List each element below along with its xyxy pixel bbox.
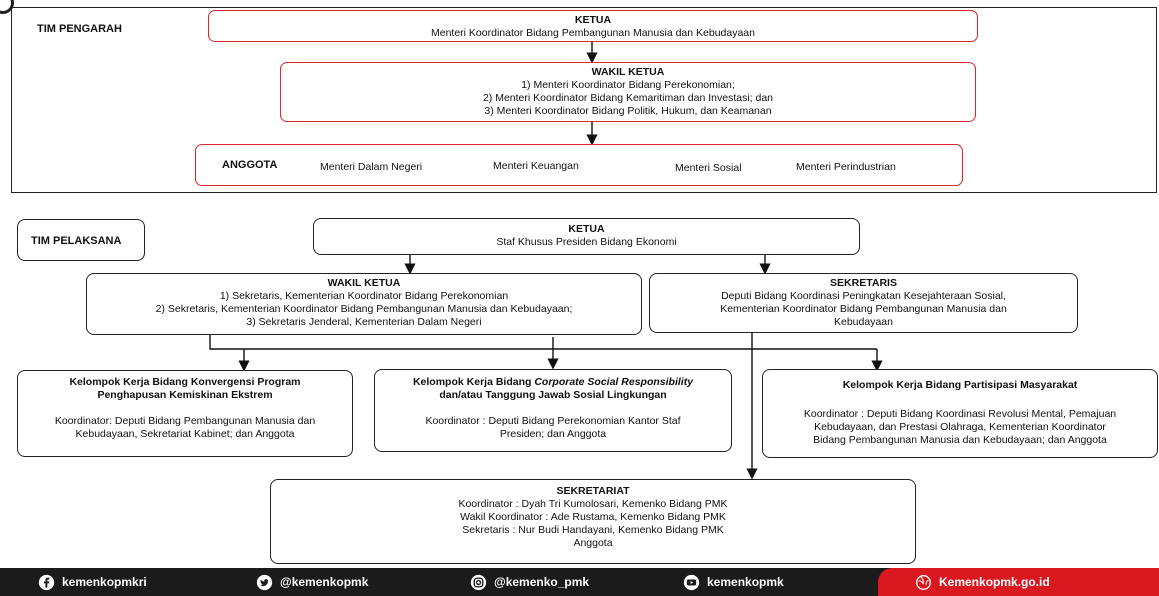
- pelaksana-sekretaris-line-1: Deputi Bidang Koordinasi Peningkatan Kes…: [721, 290, 1006, 302]
- footer-instagram[interactable]: @kemenko_pmk: [470, 568, 589, 596]
- pokja-csr-line-2: Presiden; dan Anggota: [499, 428, 607, 440]
- footer-website-text: Kemenkopmk.go.id: [939, 575, 1050, 589]
- instagram-icon: [470, 574, 487, 590]
- anggota-member: Menteri Perindustrian: [796, 161, 896, 173]
- twitter-icon: [256, 574, 273, 590]
- pokja-konvergensi-line-1: Koordinator: Deputi Bidang Pembangunan M…: [54, 415, 316, 427]
- anggota-member: Menteri Keuangan: [493, 160, 579, 172]
- sekretariat-line-3: Sekretaris : Nur Budi Handayani, Kemenko…: [462, 524, 724, 536]
- footer-facebook[interactable]: kemenkopmkri: [38, 568, 147, 596]
- pokja-konvergensi-title-1: Kelompok Kerja Bidang Konvergensi Progra…: [69, 376, 301, 388]
- facebook-icon: [38, 574, 55, 590]
- footer-website[interactable]: Kemenkopmk.go.id: [915, 568, 1050, 596]
- pelaksana-label: TIM PELAKSANA: [31, 235, 122, 247]
- pengarah-wakil-line-3: 3) Menteri Koordinator Bidang Politik, H…: [484, 105, 772, 117]
- pelaksana-wakil-box: WAKIL KETUA 1) Sekretaris, Kementerian K…: [86, 273, 642, 335]
- pokja-konvergensi-box: Kelompok Kerja Bidang Konvergensi Progra…: [17, 370, 353, 457]
- globe-icon: [916, 574, 931, 590]
- pokja-partisipasi-title: Kelompok Kerja Bidang Partisipasi Masyar…: [842, 379, 1078, 391]
- pelaksana-wakil-line-3: 3) Sekretaris Jenderal, Kementerian Dala…: [246, 316, 482, 328]
- pokja-partisipasi-box: Kelompok Kerja Bidang Partisipasi Masyar…: [762, 369, 1158, 458]
- pokja-konvergensi-title-2: Penghapusan Kemiskinan Ekstrem: [97, 389, 273, 401]
- anggota-member: Menteri Dalam Negeri: [320, 161, 423, 173]
- pengarah-ketua-title: KETUA: [574, 14, 612, 26]
- footer-youtube-text: kemenkopmk: [707, 575, 784, 589]
- pokja-partisipasi-line-3: Bidang Pembangunan Manusia dan Kebudayaa…: [813, 434, 1107, 446]
- pengarah-wakil-line-1: 1) Menteri Koordinator Bidang Perekonomi…: [521, 79, 735, 91]
- pokja-partisipasi-line-1: Koordinator : Deputi Bidang Koordinasi R…: [803, 408, 1117, 420]
- pokja-csr-title-2: dan/atau Tanggung Jawab Sosial Lingkunga…: [439, 389, 667, 401]
- pengarah-anggota-box: ANGGOTA Menteri Dalam Negeri Menteri Keu…: [195, 144, 963, 186]
- footer-accent: [878, 568, 1159, 596]
- pelaksana-sekretaris-box: SEKRETARIS Deputi Bidang Koordinasi Peni…: [649, 273, 1078, 333]
- pokja-csr-line-1: Koordinator : Deputi Bidang Perekonomian…: [425, 415, 681, 427]
- pelaksana-ketua-box: KETUA Staf Khusus Presiden Bidang Ekonom…: [313, 218, 860, 255]
- sekretariat-title: SEKRETARIAT: [556, 485, 630, 497]
- pelaksana-wakil-line-1: 1) Sekretaris, Kementerian Koordinator B…: [219, 290, 509, 302]
- youtube-icon: [683, 574, 700, 590]
- pelaksana-sekretaris-title: SEKRETARIS: [830, 277, 897, 289]
- pokja-csr-title-1: Kelompok Kerja Bidang Corporate Social R…: [375, 376, 731, 389]
- pengarah-ketua-box: KETUA Menteri Koordinator Bidang Pembang…: [208, 10, 978, 42]
- sekretariat-line-4: Anggota: [573, 537, 613, 549]
- pokja-partisipasi-line-2: Kebudayaan, dan Prestasi Olahraga, Kemen…: [814, 421, 1106, 433]
- footer-bar: kemenkopmkri @kemenkopmk @kemenko_pmk ke…: [0, 568, 1159, 596]
- anggota-member: Menteri Sosial: [675, 162, 742, 174]
- pokja-csr-box: Kelompok Kerja Bidang Corporate Social R…: [374, 369, 732, 452]
- pokja-konvergensi-line-2: Kebudayaan, Sekretariat Kabinet; dan Ang…: [75, 428, 295, 440]
- pokja-csr-title-pre: Kelompok Kerja Bidang: [412, 376, 535, 388]
- pokja-csr-title-em: Corporate Social Responsibility: [534, 376, 694, 388]
- pengarah-wakil-box: WAKIL KETUA 1) Menteri Koordinator Bidan…: [280, 62, 976, 122]
- pelaksana-sekretaris-line-2: Kementerian Koordinator Bidang Pembangun…: [720, 303, 1007, 315]
- footer-instagram-text: @kemenko_pmk: [494, 575, 590, 589]
- pelaksana-wakil-line-2: 2) Sekretaris, Kementerian Koordinator B…: [155, 303, 573, 315]
- pelaksana-sekretaris-line-3: Kebudayaan: [834, 316, 893, 328]
- sekretariat-box: SEKRETARIAT Koordinator : Dyah Tri Kumol…: [270, 479, 916, 564]
- pelaksana-label-box: TIM PELAKSANA: [17, 219, 145, 261]
- footer-youtube[interactable]: kemenkopmk: [683, 568, 784, 596]
- pelaksana-ketua-line: Staf Khusus Presiden Bidang Ekonomi: [496, 236, 677, 248]
- pengarah-ketua-line: Menteri Koordinator Bidang Pembangunan M…: [431, 27, 755, 39]
- pengarah-label: TIM PENGARAH: [37, 23, 122, 35]
- pelaksana-ketua-title: KETUA: [568, 223, 605, 235]
- pelaksana-wakil-title: WAKIL KETUA: [327, 277, 401, 289]
- pengarah-wakil-line-2: 2) Menteri Koordinator Bidang Kemaritima…: [482, 92, 774, 104]
- sekretariat-line-2: Wakil Koordinator : Ade Rustama, Kemenko…: [460, 511, 726, 523]
- footer-facebook-text: kemenkopmkri: [62, 575, 147, 589]
- footer-twitter-text: @kemenkopmk: [280, 575, 369, 589]
- sekretariat-line-1: Koordinator : Dyah Tri Kumolosari, Kemen…: [458, 498, 728, 510]
- footer-twitter[interactable]: @kemenkopmk: [256, 568, 368, 596]
- pengarah-frame: [11, 7, 1157, 193]
- pengarah-wakil-title: WAKIL KETUA: [591, 66, 665, 78]
- pengarah-anggota-title: ANGGOTA: [222, 159, 278, 171]
